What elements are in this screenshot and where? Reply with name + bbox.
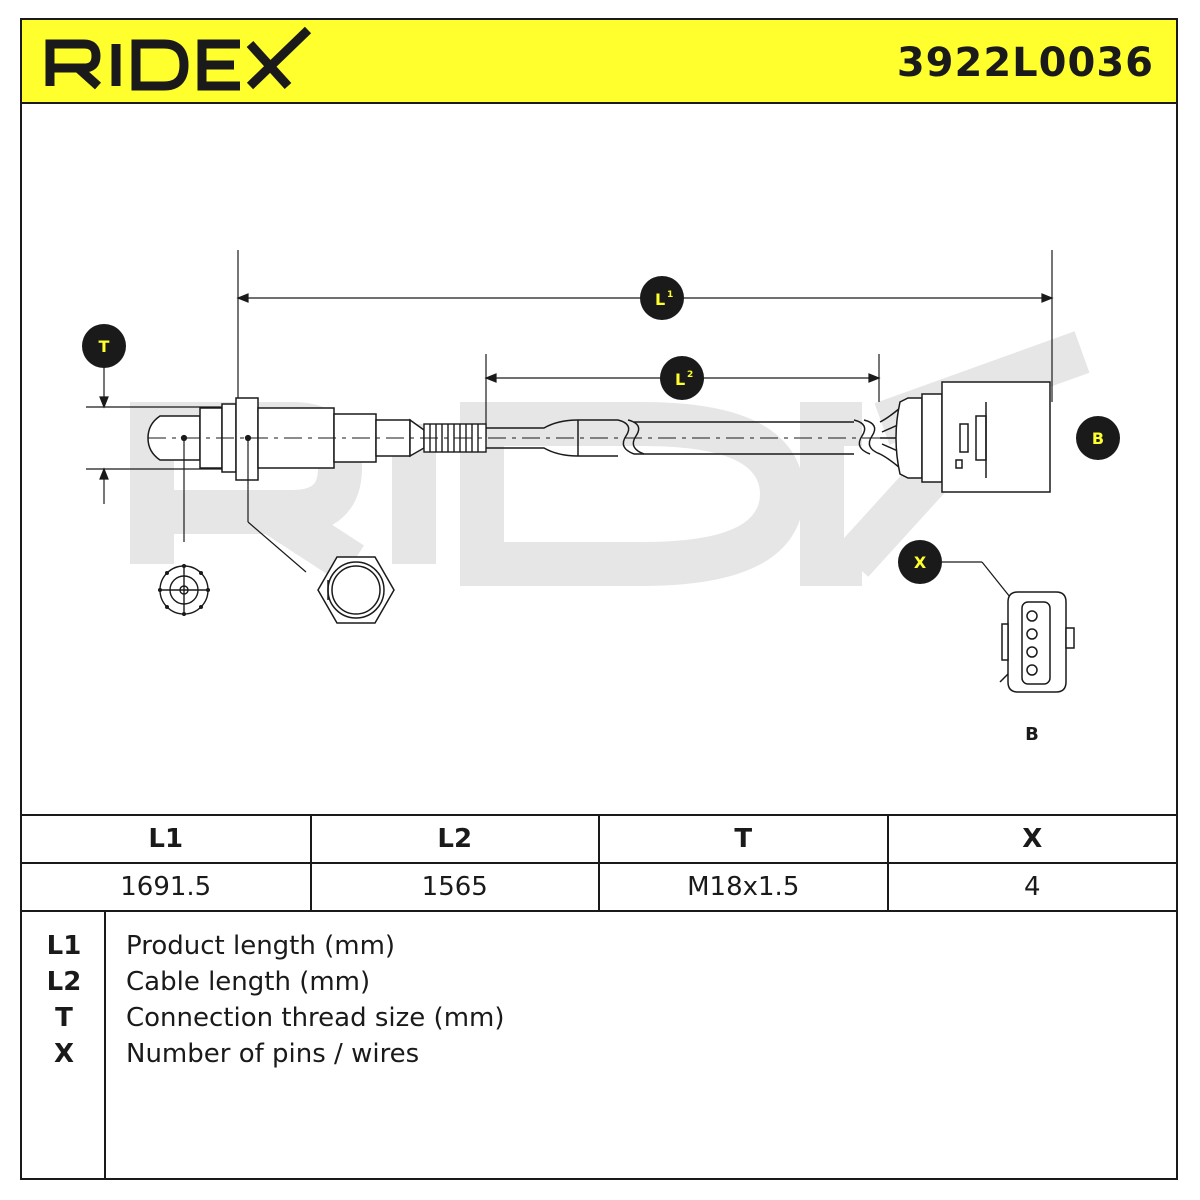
spec-value-x: 4: [886, 862, 1176, 912]
legend-text: Cable length (mm): [126, 967, 371, 997]
connector-label: B: [1025, 724, 1039, 745]
spec-header-x: X: [886, 814, 1176, 864]
sensor-tip-end-view: [158, 564, 210, 616]
spec-header-t: T: [598, 814, 889, 864]
callout-l1: L 1: [640, 276, 684, 320]
legend: L1 Product length (mm) L2 Cable length (…: [22, 912, 1176, 1180]
spec-table: L1 L2 T X 1691.5 1565 M18x1.5 4: [22, 814, 1176, 912]
legend-row-t: T Connection thread size (mm): [22, 1000, 1176, 1036]
legend-text: Product length (mm): [126, 931, 396, 961]
spec-table-value-row: 1691.5 1565 M18x1.5 4: [22, 862, 1176, 912]
svg-text:2: 2: [687, 370, 693, 380]
connector-face-view: [999, 591, 1075, 693]
legend-key: L1: [46, 931, 82, 961]
legend-key: T: [55, 1003, 73, 1033]
dimension-t: [86, 364, 222, 504]
callout-b: B: [1076, 416, 1120, 460]
svg-text:X: X: [914, 553, 927, 572]
legend-key: L2: [46, 967, 82, 997]
spec-value-l1: 1691.5: [22, 862, 312, 912]
connector-side-view: [895, 381, 1051, 493]
callout-x: X: [898, 540, 942, 584]
svg-text:L: L: [655, 290, 665, 309]
ridex-logo: [45, 26, 312, 91]
dimension-l1: [236, 250, 1054, 402]
legend-key: X: [53, 1039, 75, 1069]
spec-header-l2: L2: [309, 814, 600, 864]
svg-text:B: B: [1092, 429, 1104, 448]
svg-text:L: L: [675, 370, 685, 389]
callout-t: T: [82, 324, 126, 368]
drawing-sheet: 3922L0036: [20, 18, 1178, 1180]
callout-l2: L 2: [660, 356, 704, 400]
legend-text: Number of pins / wires: [126, 1039, 420, 1069]
svg-text:T: T: [99, 337, 110, 356]
legend-row-l2: L2 Cable length (mm): [22, 964, 1176, 1000]
technical-drawing: L 1 L 2 T B X B: [82, 250, 1120, 745]
spec-header-l1: L1: [22, 814, 312, 864]
legend-divider: [104, 912, 106, 1180]
spec-value-t: M18x1.5: [598, 862, 889, 912]
legend-row-x: X Number of pins / wires: [22, 1036, 1176, 1072]
header-bar: 3922L0036: [22, 20, 1176, 104]
part-number: 3922L0036: [896, 40, 1154, 86]
legend-text: Connection thread size (mm): [126, 1003, 505, 1033]
spec-table-header-row: L1 L2 T X: [22, 814, 1176, 864]
hex-nut-end-view: [317, 556, 395, 624]
leader-lines: [180, 434, 1023, 613]
legend-row-l1: L1 Product length (mm): [22, 928, 1176, 964]
cable: [486, 407, 901, 469]
svg-text:1: 1: [667, 290, 673, 300]
spec-value-l2: 1565: [309, 862, 600, 912]
